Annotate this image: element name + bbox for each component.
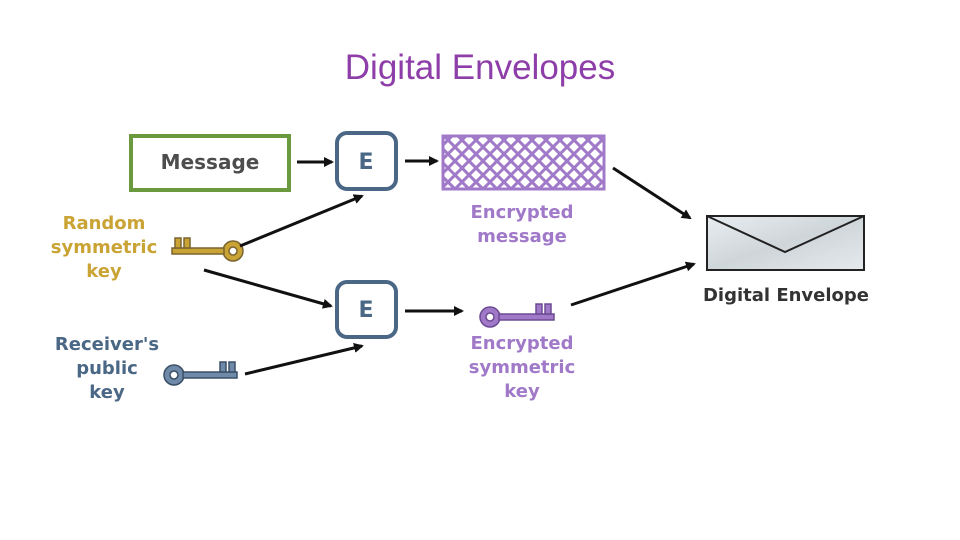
arrow-key-to-e-bottom: [203, 268, 333, 309]
encrypted-message-label: Encrypted message: [462, 201, 582, 249]
arrow-key-to-e-top: [239, 194, 364, 248]
encrypt-label-bottom: E: [358, 298, 373, 323]
arrow-key-to-envelope: [570, 261, 696, 307]
message-box: [129, 134, 291, 192]
digital-envelope-label-text: Digital Envelope: [702, 285, 870, 306]
blue-key-icon: [163, 361, 238, 386]
receiver-key-label-line-3: key: [89, 382, 125, 403]
arrow-message-to-envelope: [612, 166, 692, 220]
encrypted-key-label-line-3: key: [504, 381, 540, 402]
crosshatch-icon: [441, 134, 606, 191]
arrow-public-key-to-e: [244, 342, 364, 376]
message-label: Message: [161, 150, 260, 174]
encrypted-key-label-line-2: symmetric: [468, 357, 576, 378]
encrypted-key-label-line-1: Encrypted: [470, 333, 574, 354]
receiver-key-label-line-2: public: [76, 358, 138, 379]
encrypted-key-label: Encrypted symmetric key: [462, 332, 582, 404]
receiver-key-label: Receiver's public key: [48, 333, 166, 405]
random-key-label-line-1: Random: [62, 213, 146, 234]
encrypted-message-label-line-1: Encrypted: [470, 202, 574, 223]
encrypt-box-bottom: [335, 280, 398, 339]
random-key-label-line-2: symmetric: [50, 237, 158, 258]
encrypt-label-top: E: [358, 150, 373, 175]
page-title: Digital Envelopes: [344, 48, 616, 87]
purple-key-icon: [479, 303, 555, 328]
receiver-key-label-line-1: Receiver's: [54, 334, 160, 355]
random-key-label: Random symmetric key: [48, 212, 160, 284]
encrypted-message-label-line-2: message: [477, 226, 567, 247]
arrows: [203, 156, 696, 376]
encrypt-box-top: [335, 131, 398, 191]
digital-envelope-label: Digital Envelope: [698, 284, 874, 308]
random-key-label-line-3: key: [86, 261, 122, 282]
gold-key-icon: [171, 237, 244, 262]
envelope-icon: [706, 215, 865, 271]
